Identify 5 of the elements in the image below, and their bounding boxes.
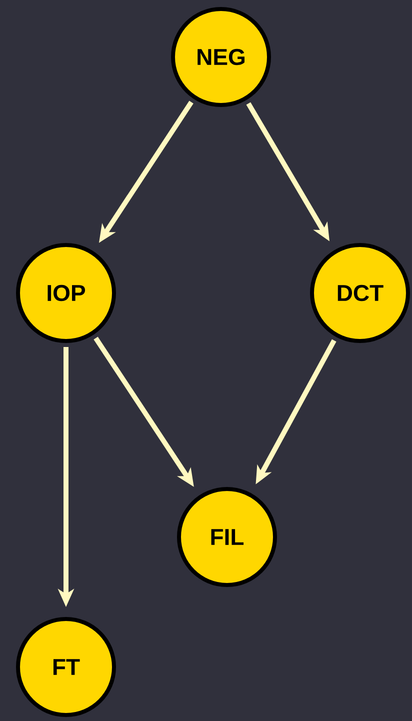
circle-node: IOP (16, 243, 116, 343)
circle-node: DCT (310, 243, 410, 343)
circle-node: NEG (171, 7, 271, 108)
circle-node: FT (16, 617, 116, 717)
circle-node: FIL (177, 487, 277, 587)
